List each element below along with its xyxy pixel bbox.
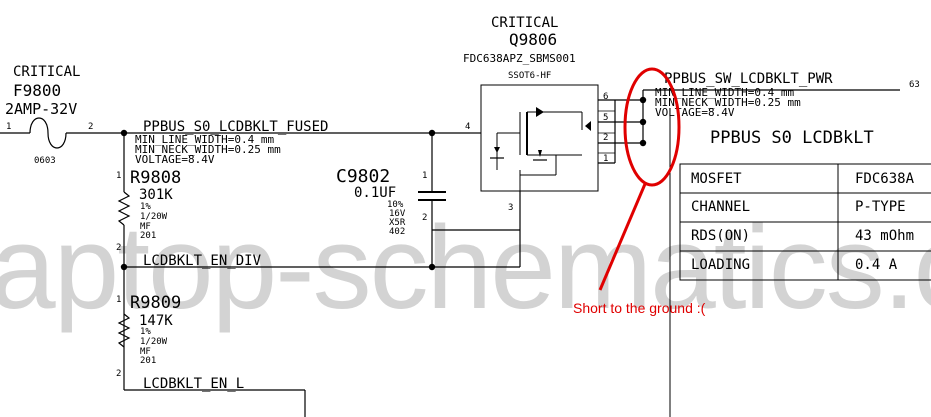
red-annotation: Short to the ground :( [573, 67, 706, 316]
junction-dots [120, 96, 647, 271]
table-row-value-3: 0.4 A [855, 257, 898, 273]
r9808-ref: R9808 [130, 168, 181, 188]
net-sw-sheet-ref: 63 [909, 80, 920, 90]
r9808-tol: 1% [140, 202, 151, 212]
table-row-value-1: P-TYPE [855, 199, 906, 215]
annotation-arrow-line [598, 183, 647, 291]
annotation-text: Short to the ground :( [573, 300, 706, 316]
r9809-ref: R9809 [130, 293, 181, 313]
net-sw-name: PPBUS_SW_LCDBKLT_PWR [664, 71, 833, 87]
c9802-dielectric: X5R [389, 218, 406, 228]
r9809-symbol [117, 313, 131, 348]
mosfet-pin1: 1 [603, 154, 608, 164]
r9808-value: 301K [139, 187, 173, 203]
mosfet-critical: CRITICAL [491, 15, 558, 31]
r9809-tol: 1% [140, 327, 151, 337]
mosfet-pin3: 3 [508, 203, 513, 213]
r9808-pin1: 1 [116, 171, 121, 181]
mosfet-pin4: 4 [465, 122, 470, 132]
c9802-tol: 10% [387, 200, 404, 210]
c9802-value: 0.1UF [354, 185, 396, 201]
fuse-ref: F9800 [13, 81, 61, 100]
mosfet-internal [490, 107, 591, 161]
r9808-size: 201 [140, 231, 156, 241]
r9809-type: MF [140, 347, 151, 357]
r9809-size: 201 [140, 356, 156, 366]
fuse-package: 0603 [34, 156, 56, 166]
c9802-size: 402 [389, 227, 405, 237]
mosfet-pin6: 6 [603, 92, 608, 102]
net-fused-line2: MIN_NECK_WIDTH=0.25 mm [135, 143, 281, 156]
c9802-pin1: 1 [422, 171, 427, 181]
net-sw-line1: MIN_LINE_WIDTH=0.4 mm [655, 86, 794, 99]
c9802-ref: C9802 [336, 166, 390, 187]
spec-table: PPBUS S0 LCDBkLT MOSFET FDC638A CHANNEL … [669, 110, 931, 417]
net-fused-name: PPBUS_S0_LCDBKLT_FUSED [143, 119, 328, 135]
fuse-symbol [29, 117, 67, 149]
r9808-symbol [117, 191, 131, 226]
mosfet-part: FDC638APZ_SBMS001 [463, 52, 576, 65]
r9808-power: 1/20W [140, 212, 168, 222]
table-row-value-0: FDC638A [855, 171, 915, 187]
table-title: PPBUS S0 LCDBkLT [710, 128, 874, 148]
c9802-pin2: 2 [422, 213, 427, 223]
table-row-label-2: RDS(ON) [691, 228, 750, 244]
mosfet-pin5: 5 [603, 113, 608, 123]
r9809-power: 1/20W [140, 337, 168, 347]
mosfet-pin2: 2 [603, 133, 608, 143]
table-row-label-0: MOSFET [691, 171, 742, 187]
mosfet-package: SSOT6-HF [508, 71, 551, 81]
net-fused-line1: MIN_LINE_WIDTH=0.4 mm [135, 133, 274, 146]
watermark: aptop-schematics.c [0, 202, 931, 334]
table-row-value-2: 43 mOhm [855, 228, 914, 244]
net-sw-line2: MIN_NECK_WIDTH=0.25 mm [655, 96, 801, 109]
r9808-pin2: 2 [116, 243, 121, 253]
fuse-pin2: 2 [88, 122, 93, 132]
c9802-voltage: 16V [389, 209, 406, 219]
table-row-label-1: CHANNEL [691, 199, 750, 215]
r9808-type: MF [140, 222, 151, 232]
net-fused-line3: VOLTAGE=8.4V [135, 153, 215, 166]
wires [0, 84, 900, 417]
table-row-label-3: LOADING [691, 257, 750, 273]
fuse-critical: CRITICAL [13, 64, 80, 80]
r9809-pin1: 1 [116, 295, 121, 305]
mosfet-ref: Q9806 [509, 30, 557, 49]
fuse-rating: 2AMP-32V [5, 100, 77, 118]
fuse-pin1: 1 [6, 122, 11, 132]
r9809-pin2: 2 [116, 369, 121, 379]
r9809-value: 147K [139, 313, 173, 329]
annotation-circle [623, 67, 681, 187]
net-en-name: LCDBKLT_EN_L [143, 376, 244, 392]
net-div-name: LCDBKLT_EN_DIV [143, 253, 262, 269]
net-sw-line3: VOLTAGE=8.4V [655, 106, 735, 119]
